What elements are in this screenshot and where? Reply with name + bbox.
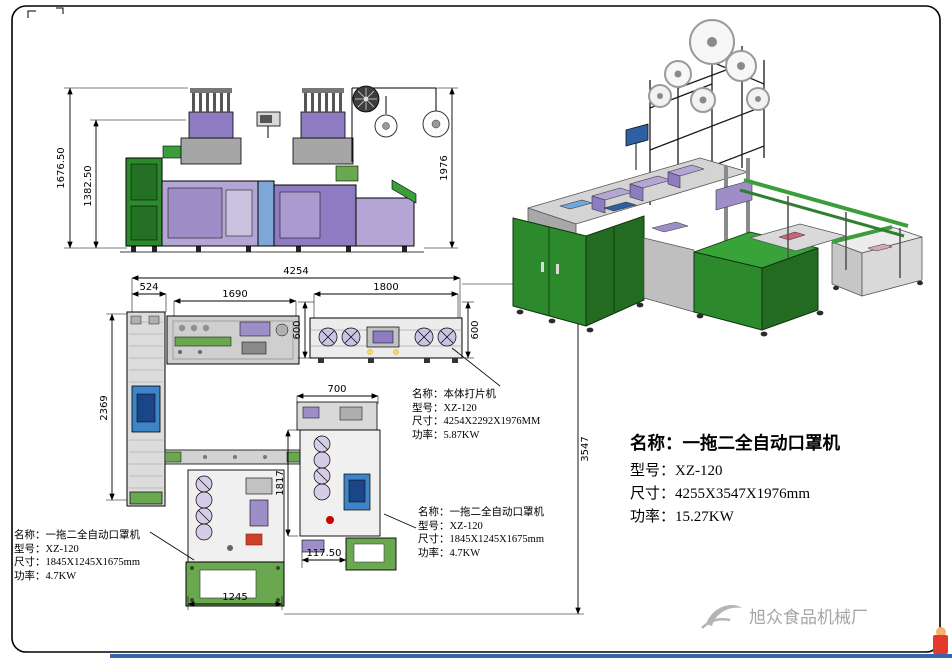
front-reel-right (422, 110, 450, 138)
front-dimensions: 1676.50 1382.50 1976 (56, 87, 458, 249)
iso-reel-hubs (657, 37, 761, 104)
punch-name-line: 名称：本体打片机 (412, 389, 496, 400)
watermark-logo-swoosh (701, 605, 742, 629)
watermark-text: 旭众食品机械厂 (749, 607, 868, 627)
iso-left-cabinet-side (585, 215, 645, 327)
plan-feeder-green-end (129, 491, 163, 505)
iso-feet (516, 280, 923, 337)
punch-wheel (437, 327, 457, 347)
main-spec-block: 名称：一拖二全自动口罩机 型号：XZ-120 尺寸：4255X3547X1976… (630, 430, 840, 529)
main-spec-model: 型号：XZ-120 (630, 463, 723, 479)
mask-right-name-line: 名称：一拖二全自动口罩机 (418, 507, 544, 518)
dim-plan-117-50: 117.50 (307, 548, 342, 559)
leader-mask-right (383, 513, 417, 529)
punch-wheel (341, 327, 361, 347)
front-reel-dark (352, 85, 380, 113)
mask-left-power-line: 功率：4.7KW (14, 570, 77, 582)
plan-punch-subview (309, 317, 463, 363)
dim-plan-1690: 1690 (222, 289, 247, 300)
dim-front-height-right: 1976 (439, 155, 450, 180)
main-spec-power: 功率：15.27KW (630, 509, 734, 525)
front-body-mid (257, 180, 275, 247)
iso-control-screen (625, 123, 649, 147)
watermark: 旭众食品机械厂 (700, 598, 868, 632)
leader-punch (451, 347, 501, 387)
dim-plan-2369: 2369 (99, 395, 110, 420)
roller-stack (313, 435, 331, 501)
plan-mask-machine-right (296, 401, 397, 571)
plan-dimensions: 4254 524 1690 1800 600 600 2369 3547 700… (99, 266, 591, 615)
main-spec-size: 尺寸：4255X3547X1976mm (630, 486, 811, 502)
mask-right-size-line: 尺寸：1845X1245X1675mm (418, 534, 544, 545)
dim-front-height-outer: 1676.50 (56, 147, 67, 188)
front-right-section (355, 197, 415, 247)
dim-plan-total-width: 4254 (283, 266, 308, 277)
drawing-border (11, 5, 941, 653)
mask-left-model-line: 型号：XZ-120 (14, 543, 79, 555)
punch-wheel (318, 327, 338, 347)
front-welder-tower-1 (180, 88, 242, 165)
roller-stack (195, 475, 213, 541)
dim-plan-1800: 1800 (373, 282, 398, 293)
dim-plan-3547: 3547 (580, 436, 591, 461)
corner-sticker (933, 627, 948, 654)
iso-outfeed-side (861, 236, 923, 297)
front-reel-mid (374, 114, 398, 138)
dim-plan-1245: 1245 (222, 592, 247, 603)
dim-plan-1817: 1817 (275, 470, 286, 495)
iso-left-cabinet-front (512, 217, 587, 327)
bottom-blue-bar (110, 654, 952, 658)
dim-plan-524: 524 (139, 282, 158, 293)
annotation-punch-machine: 名称：本体打片机 型号：XZ-120 尺寸：4254X2292X1976MM 功… (412, 388, 540, 442)
dim-plan-600-right: 600 (470, 320, 481, 339)
leader-mask-left (149, 531, 195, 561)
plan-top-machine (166, 315, 300, 365)
front-machine-feet (131, 246, 407, 252)
iso-blue-bin-dark (603, 201, 637, 212)
punch-size-line: 尺寸：4254X2292X1976MM (412, 416, 541, 427)
dim-plan-700: 700 (327, 384, 346, 395)
front-chute (391, 179, 417, 204)
front-view (120, 85, 450, 253)
iso-view (512, 19, 923, 337)
leader-lines (149, 347, 501, 561)
iso-mid-unit (643, 237, 695, 313)
iso-modules (591, 164, 705, 214)
punch-power-line: 功率：5.87KW (412, 429, 480, 441)
plan-connector-conveyor (164, 449, 306, 465)
iso-blue-bin-light (559, 199, 593, 210)
mask-left-name-line: 名称：一拖二全自动口罩机 (14, 530, 140, 541)
annotation-mask-machine-left: 名称：一拖二全自动口罩机 型号：XZ-120 尺寸：1845X1245X1675… (14, 529, 140, 583)
plan-view (126, 311, 463, 607)
mask-right-model-line: 型号：XZ-120 (418, 520, 483, 532)
dim-plan-600-left: 600 (292, 320, 303, 339)
iso-center-module (715, 179, 753, 211)
front-welder-tower-2 (292, 88, 354, 165)
punch-model-line: 型号：XZ-120 (412, 402, 477, 414)
iso-right-cabinet-side (761, 247, 819, 331)
main-spec-name: 名称：一拖二全自动口罩机 (630, 433, 840, 453)
front-hopper (162, 145, 184, 159)
punch-wheel (414, 327, 434, 347)
iso-material-reels (648, 19, 770, 113)
iso-pink-block (778, 231, 806, 241)
iso-conveyor-rails (739, 178, 909, 278)
annotation-mask-machine-right: 名称：一拖二全自动口罩机 型号：XZ-120 尺寸：1845X1245X1675… (418, 506, 544, 560)
registration-mark (27, 10, 36, 18)
dim-front-height-inner: 1382.50 (83, 165, 94, 206)
registration-mark (56, 7, 64, 14)
mask-left-size-line: 尺寸：1845X1245X1675mm (14, 557, 140, 568)
mask-right-power-line: 功率：4.7KW (418, 547, 481, 559)
plan-mask-machine-left (185, 469, 285, 607)
plan-feeder-blue-unit (131, 385, 161, 433)
